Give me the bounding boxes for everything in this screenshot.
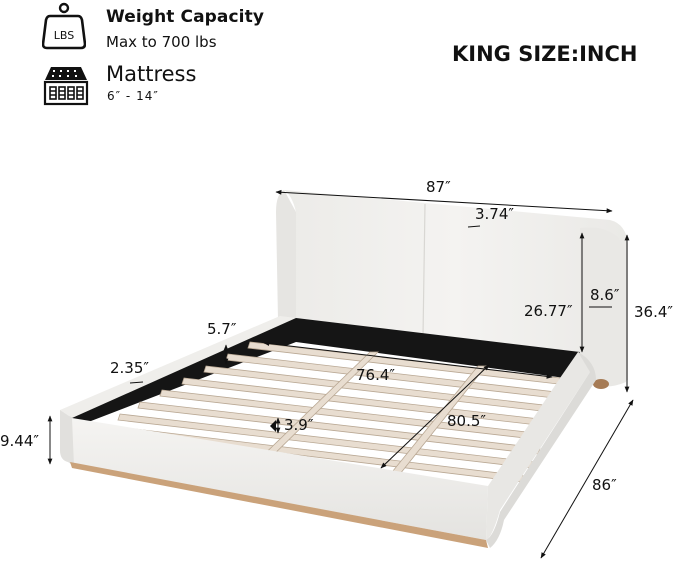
dimension-frame-height: 9.44″ xyxy=(0,432,40,450)
weight-capacity-value: Max to 700 lbs xyxy=(106,33,217,51)
size-heading: KING SIZE:INCH xyxy=(452,42,638,66)
dimension-side-rail-thickness: 2.35″ xyxy=(110,359,150,377)
dimension-inner-width: 76.4″ xyxy=(356,366,396,384)
mattress-icon xyxy=(43,67,89,106)
mattress-size-range: 6″ - 14″ xyxy=(107,89,159,103)
dimension-overall-height: 36.4″ xyxy=(634,303,674,321)
dimension-slat-gap: 3.9″ xyxy=(284,416,314,434)
weight-capacity-title: Weight Capacity xyxy=(106,7,265,27)
dimension-inner-length: 80.5″ xyxy=(447,412,487,430)
headboard xyxy=(276,190,628,389)
dimension-frame-inner-depth: 5.7″ xyxy=(207,320,237,338)
dimension-overall-length: 86″ xyxy=(592,476,617,494)
svg-text:LBS: LBS xyxy=(54,29,74,42)
left-side-rail xyxy=(60,316,296,418)
dimension-headboard-top-height: 8.6″ xyxy=(590,286,620,304)
weight-lbs-icon: LBS xyxy=(42,2,86,50)
mattress-title: Mattress xyxy=(106,62,197,86)
dimension-headboard-panel-height: 26.77″ xyxy=(524,302,573,320)
weight-capacity-spec: LBS xyxy=(40,2,270,52)
dimension-overall-width: 87″ xyxy=(426,178,451,196)
foot-rail xyxy=(60,410,488,548)
dimension-lines xyxy=(47,189,634,559)
slat-gap-marker xyxy=(270,420,276,432)
dimension-headboard-thickness: 3.74″ xyxy=(475,205,515,223)
